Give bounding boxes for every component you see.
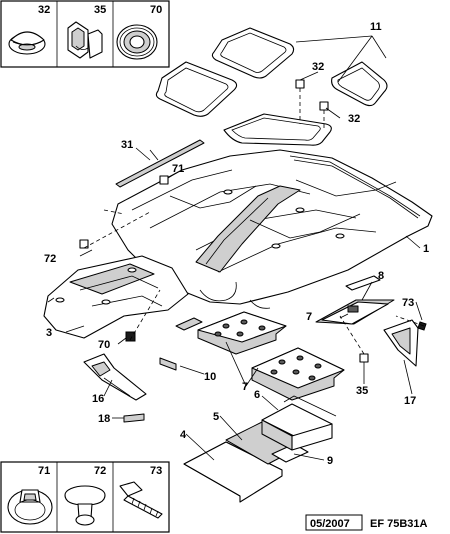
callout-32b: 32 bbox=[348, 113, 360, 125]
callout-72: 72 bbox=[44, 253, 56, 265]
callouts: 1 3 4 5 6 7 7 8 9 10 11 16 17 18 31 32 3… bbox=[44, 21, 429, 467]
footer-date: 05/2007 bbox=[310, 518, 350, 530]
callout-31: 31 bbox=[121, 139, 133, 151]
legend-num-35: 35 bbox=[94, 4, 106, 16]
floor-mats-group bbox=[155, 27, 388, 146]
right-trim-plate bbox=[315, 299, 395, 325]
callout-73: 73 bbox=[402, 297, 414, 309]
top-legend-box: 32 35 70 bbox=[0, 0, 170, 68]
insulation-pad-front bbox=[197, 311, 287, 355]
callout-18: 18 bbox=[98, 413, 110, 425]
spring-clip-icon bbox=[67, 21, 103, 59]
legend-num-70: 70 bbox=[150, 4, 162, 16]
rear-floor-section bbox=[43, 255, 189, 339]
grommet-icon bbox=[116, 24, 158, 60]
boot-panel-4 bbox=[183, 441, 283, 503]
cap-clip-icon bbox=[8, 31, 46, 55]
legend-num-32: 32 bbox=[38, 4, 50, 16]
small-block bbox=[123, 413, 145, 423]
push-pin-icon bbox=[64, 485, 106, 526]
round-fastener-icon bbox=[7, 489, 53, 525]
callout-1: 1 bbox=[423, 243, 429, 255]
right-bracket bbox=[383, 319, 427, 367]
callout-11: 11 bbox=[370, 21, 382, 33]
floor-pan bbox=[111, 149, 433, 309]
leader-lines-top bbox=[295, 35, 387, 128]
callout-3: 3 bbox=[46, 327, 52, 339]
grommet-marker-70 bbox=[125, 331, 136, 342]
fastener-marker-71 bbox=[159, 175, 169, 185]
left-bracket bbox=[83, 353, 147, 401]
wedge-block bbox=[159, 357, 177, 371]
legend-num-73: 73 bbox=[150, 465, 162, 477]
boot-panel-6 bbox=[261, 395, 337, 451]
callout-7-lower: 7 bbox=[242, 381, 248, 393]
callout-35: 35 bbox=[356, 385, 368, 397]
screw-icon bbox=[119, 481, 163, 519]
screw-marker-73 bbox=[417, 321, 427, 331]
footer-reference-code: EF 75B31A bbox=[370, 518, 428, 530]
callout-5: 5 bbox=[213, 411, 219, 423]
small-pad bbox=[175, 317, 203, 331]
callout-6: 6 bbox=[254, 389, 260, 401]
insulation-pad-rear bbox=[251, 347, 345, 401]
clip-marker-35 bbox=[359, 353, 369, 363]
callout-71: 71 bbox=[172, 163, 184, 175]
callout-10: 10 bbox=[204, 371, 216, 383]
footer-reference: 05/2007 EF 75B31A bbox=[305, 514, 428, 531]
clip-marker-32a bbox=[295, 79, 305, 89]
seal-strip bbox=[115, 139, 205, 188]
boot-panel-5 bbox=[225, 421, 309, 465]
callout-32a: 32 bbox=[312, 61, 324, 73]
callout-9: 9 bbox=[327, 455, 333, 467]
legend-num-72: 72 bbox=[94, 465, 106, 477]
bottom-legend-box: 71 72 73 bbox=[0, 461, 170, 533]
callout-8: 8 bbox=[378, 270, 384, 282]
callout-17: 17 bbox=[404, 395, 416, 407]
callout-4: 4 bbox=[180, 429, 187, 441]
leader-lines-main bbox=[65, 147, 425, 461]
label-sticker bbox=[345, 275, 381, 291]
callout-7-upper: 7 bbox=[306, 311, 312, 323]
legend-num-71: 71 bbox=[38, 465, 50, 477]
callout-16: 16 bbox=[92, 393, 104, 405]
callout-70: 70 bbox=[98, 339, 110, 351]
